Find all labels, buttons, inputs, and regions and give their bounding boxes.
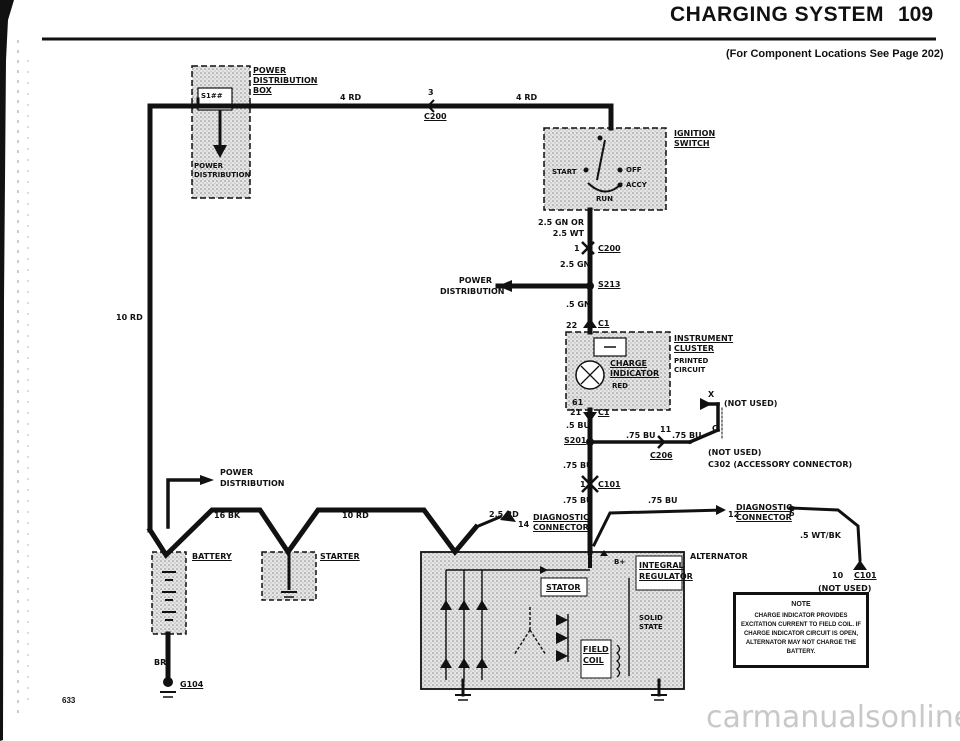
integral-regulator-label: INTEGRAL REGULATOR <box>639 561 693 581</box>
starter <box>261 551 317 601</box>
c206-pin: 11 <box>660 425 672 434</box>
diagnostic-connector-left-label: DIAGNOSTIC CONNECTOR <box>533 513 589 532</box>
power-distribution-left-label: POWER DISTRIBUTION <box>220 468 285 488</box>
c101-pin: 1 <box>580 480 586 489</box>
fuse-label: S1## <box>201 92 223 100</box>
alternator-label: ALTERNATOR <box>690 552 748 561</box>
alternator <box>420 551 685 690</box>
instrument-cluster <box>565 331 671 411</box>
solid-state-label: SOLID STATE <box>639 614 663 631</box>
wire-label-4rd-right: 4 RD <box>516 93 538 102</box>
diagnostic-connector-right-label: DIAGNOSTIC CONNECTOR <box>736 503 792 522</box>
wire-label-16bk: 16 BK <box>214 511 241 520</box>
pin-61-label: 61 <box>572 398 584 407</box>
wire-label-75bu-b: .75 BU <box>672 431 702 440</box>
ignition-run-label: RUN <box>596 195 613 203</box>
note-body: CHARGE INDICATOR PROVIDES EXCITATION CUR… <box>741 613 861 655</box>
wire-label-75bu-d: .75 BU <box>563 496 593 505</box>
s213-label: S213 <box>598 280 621 289</box>
note-box: NOTE CHARGE INDICATOR PROVIDES EXCITATIO… <box>733 592 869 668</box>
page-code: 633 <box>62 696 76 705</box>
c101-right-label: C101 <box>854 571 877 580</box>
c200-top-label: C200 <box>424 112 447 121</box>
wire-label-75bu-c: .75 BU <box>563 461 593 470</box>
not-used-mid-label: (NOT USED) <box>708 448 762 457</box>
c302-accessory-connector-label: C302 (ACCESSORY CONNECTOR) <box>708 460 853 469</box>
power-distribution-top-label: POWER DISTRIBUTION <box>440 276 505 296</box>
stator-label: STATOR <box>546 583 581 592</box>
wire-label-25gn: 2.5 GN <box>560 260 591 269</box>
pin-6-label: 6 <box>789 509 795 518</box>
power-distribution-inner-label: POWER DISTRIBUTION <box>194 162 251 179</box>
s201-label: S201 <box>564 436 587 445</box>
wire-label-25rd: 2.5 RD <box>489 510 519 519</box>
watermark: carmanualsonline.info <box>706 700 960 735</box>
pin-c-label: C <box>712 424 718 433</box>
c101-right-pin: 10 <box>832 571 844 580</box>
c200-mid-label: C200 <box>598 244 621 253</box>
not-used-bottom-label: (NOT USED) <box>818 584 872 593</box>
c200-top-pin: 3 <box>428 88 434 97</box>
c101-label: C101 <box>598 480 621 489</box>
not-used-top-label: (NOT USED) <box>724 399 778 408</box>
page-subtitle: (For Component Locations See Page 202) <box>726 48 944 60</box>
charge-indicator-label: CHARGE INDICATOR <box>610 359 660 378</box>
c1-mid-label: C1 <box>598 408 610 417</box>
note-title: NOTE <box>791 601 811 608</box>
wire-label-10rd-left: 10 RD <box>116 313 143 322</box>
ignition-start-label: START <box>552 168 577 176</box>
wire-label-4rd-left: 4 RD <box>340 93 362 102</box>
c200-mid-pin: 1 <box>574 244 580 253</box>
battery-label: BATTERY <box>192 552 232 561</box>
page-binding-edge <box>0 0 29 741</box>
ignition-switch-title: IGNITION SWITCH <box>674 129 716 148</box>
c1-top-pin: 22 <box>566 321 578 330</box>
instrument-cluster-sub: PRINTED CIRCUIT <box>674 357 709 374</box>
wire-label-75bu-a: .75 BU <box>626 431 656 440</box>
wire-label-5wtbk: .5 WT/BK <box>800 531 841 540</box>
ignition-switch <box>543 127 667 211</box>
wire-label-br: BR <box>154 658 167 667</box>
wire-label-5gn: .5 GN <box>566 300 591 309</box>
ignition-off-label: OFF <box>626 166 642 174</box>
c206-label: C206 <box>650 451 673 460</box>
c1-mid-pin: 21 <box>570 408 582 417</box>
page-number: 109 <box>898 3 934 26</box>
page-title: CHARGING SYSTEM <box>670 3 885 26</box>
power-distribution-box <box>191 65 251 199</box>
power-distribution-box-title: POWER DISTRIBUTION BOX <box>253 66 318 95</box>
instrument-cluster-title: INSTRUMENT CLUSTER <box>674 334 734 353</box>
wire-label-10rd-mid: 10 RD <box>342 511 369 520</box>
c1-top-label: C1 <box>598 319 610 328</box>
pin-12-label: 12 <box>728 510 740 519</box>
wire-label-75bu-e: .75 BU <box>648 496 678 505</box>
pin-x-label: X <box>708 390 715 399</box>
charge-indicator-color: RED <box>612 382 628 390</box>
connector-symbols <box>160 99 867 701</box>
wire-label-5bu: .5 BU <box>566 421 590 430</box>
pin-14-label: 14 <box>518 520 530 529</box>
ignition-accy-label: ACCY <box>626 181 647 189</box>
b-plus-label: B+ <box>614 558 626 566</box>
field-coil-label: FIELD COIL <box>583 645 609 665</box>
wire-label-25gn-or-wt: 2.5 GN OR 2.5 WT <box>538 218 584 238</box>
starter-label: STARTER <box>320 552 360 561</box>
g104-label: G104 <box>180 680 204 689</box>
battery <box>151 551 187 635</box>
